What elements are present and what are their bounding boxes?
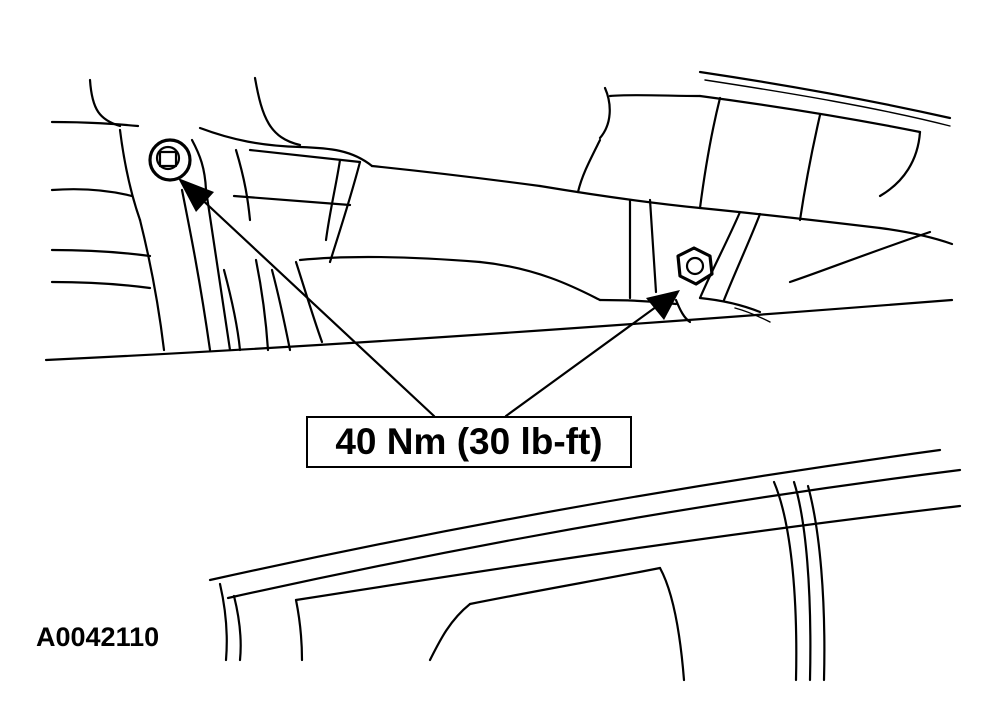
right-nut [676, 246, 714, 286]
right-bracket [598, 198, 771, 324]
left-bolt [148, 138, 192, 182]
torque-callout: 40 Nm (30 lb-ft) [306, 416, 632, 468]
mounting-bracket [50, 128, 362, 352]
frame-rail [44, 230, 954, 362]
lower-body-panel [208, 448, 962, 682]
arrowhead-right-icon [646, 290, 680, 320]
leader-arrows [178, 178, 680, 418]
figure-id: A0042110 [36, 622, 160, 652]
arrowhead-left-icon [178, 178, 214, 212]
